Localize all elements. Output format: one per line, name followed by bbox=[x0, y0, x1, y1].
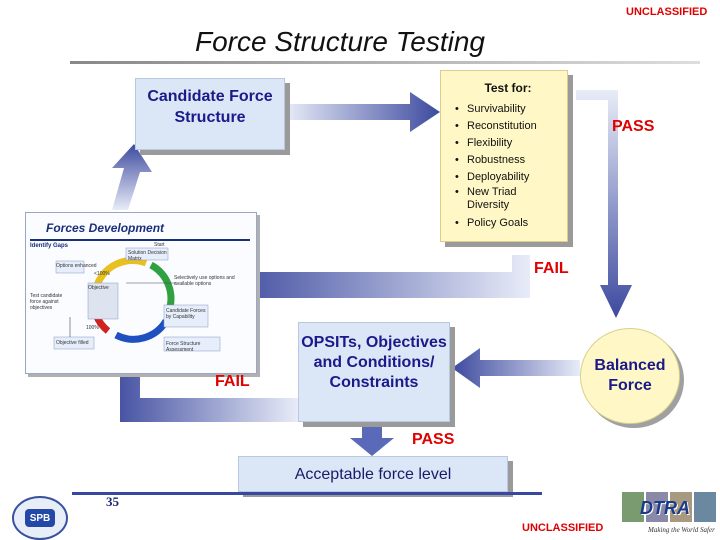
classification-top: UNCLASSIFIED bbox=[626, 6, 708, 18]
test-item: New Triad Diversity bbox=[455, 186, 537, 212]
classification-bottom: UNCLASSIFIED bbox=[522, 522, 604, 534]
opsits-text: OPSITs, Objectives and Conditions/ Const… bbox=[301, 334, 447, 391]
title-underline bbox=[70, 61, 700, 64]
test-for-box: Test for: Survivability Reconstitution F… bbox=[440, 70, 568, 242]
fd-less-than-100: <100% bbox=[94, 271, 110, 277]
candidate-text: Candidate Force Structure bbox=[147, 88, 273, 126]
arrow-forces-to-candidate bbox=[112, 144, 152, 210]
test-item: Robustness bbox=[455, 152, 561, 169]
fd-assessment: Force Structure Assessment bbox=[166, 341, 201, 353]
fd-objective: Objective bbox=[88, 285, 109, 291]
arrow-fail-left-loop bbox=[108, 336, 298, 422]
test-item: Survivability bbox=[455, 101, 561, 118]
forces-dev-title: Forces Development bbox=[46, 221, 165, 235]
arrow-fail-to-forces bbox=[222, 255, 530, 308]
fd-candidate-forces: Candidate Forces by Capability bbox=[166, 308, 206, 320]
test-item: Reconstitution bbox=[455, 118, 561, 135]
fd-options-enhanced: Options enhanced bbox=[56, 263, 97, 269]
forces-dev-rule bbox=[30, 239, 250, 241]
spb-logo-text: SPB bbox=[25, 509, 55, 527]
fd-identify-gaps: Identify Gaps bbox=[30, 243, 69, 249]
fd-solution-matrix: Solution Decision Matrix bbox=[128, 250, 167, 262]
balanced-force-oval: Balanced Force bbox=[580, 328, 680, 424]
balanced-text: Balanced Force bbox=[594, 357, 666, 394]
acceptable-force-level-box: Acceptable force level bbox=[238, 456, 508, 492]
test-list: Survivability Reconstitution Flexibility… bbox=[455, 101, 561, 232]
opsits-box: OPSITs, Objectives and Conditions/ Const… bbox=[298, 322, 450, 422]
test-item: Deployability bbox=[455, 169, 561, 186]
fd-test-candidate: Test candidate force against objectives bbox=[30, 293, 63, 311]
footer-rule bbox=[72, 492, 542, 495]
forces-development-image: Forces Development Identify Gaps Options… bbox=[25, 212, 257, 374]
forces-dev-cycle bbox=[53, 247, 221, 352]
arrow-test-to-balanced bbox=[576, 90, 632, 318]
pass-label-bottom: PASS bbox=[412, 431, 455, 448]
arrow-opsits-to-acceptable bbox=[350, 425, 394, 456]
page-title: Force Structure Testing bbox=[195, 26, 485, 57]
arrow-balanced-to-opsits bbox=[452, 348, 580, 388]
fd-start: Start bbox=[154, 242, 165, 248]
fd-selectively: Selectively use options and available op… bbox=[174, 275, 235, 287]
test-item: Flexibility bbox=[455, 135, 561, 152]
test-heading: Test for: bbox=[484, 81, 532, 95]
fd-100: 100% bbox=[86, 325, 99, 331]
acceptable-text: Acceptable force level bbox=[294, 466, 452, 483]
dtra-image-strip bbox=[622, 492, 716, 522]
dtra-logo: DTRA bbox=[640, 498, 690, 518]
fail-label-mid: FAIL bbox=[534, 260, 569, 277]
fd-objective-filled: Objective filled bbox=[56, 340, 89, 346]
fail-label-left: FAIL bbox=[215, 373, 250, 390]
dtra-tagline: Making the World Safer bbox=[648, 526, 715, 534]
arrow-candidate-to-test bbox=[285, 92, 440, 132]
spb-logo: SPB bbox=[12, 496, 68, 540]
pass-label-top: PASS bbox=[612, 118, 655, 135]
page-number: 35 bbox=[106, 494, 119, 509]
candidate-force-structure-box: Candidate Force Structure bbox=[135, 78, 285, 150]
test-item: Policy Goals bbox=[455, 215, 561, 232]
